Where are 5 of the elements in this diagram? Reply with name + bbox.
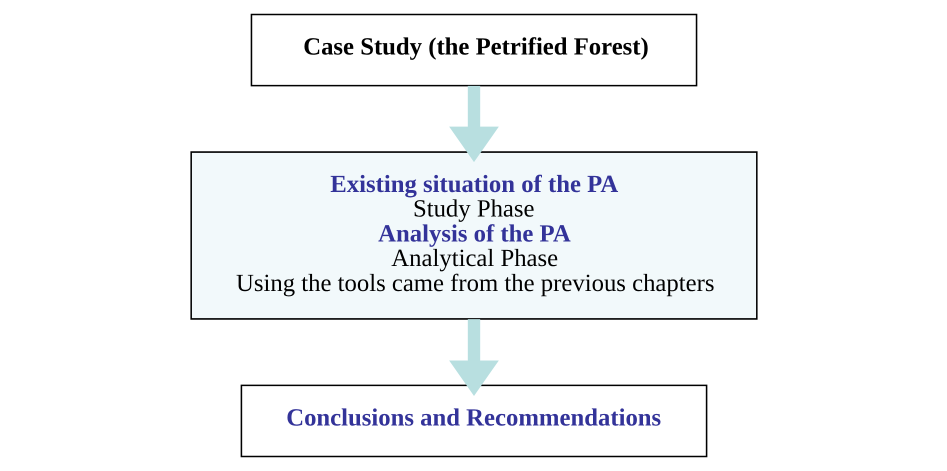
arrow bbox=[448, 319, 498, 396]
arrow bbox=[448, 86, 498, 162]
node-box: Conclusions and Recommendations bbox=[240, 384, 707, 458]
node-box: Existing situation of the PA Study Phase Analysis of the PA Analytical Phase Using the tools came from the previous chapters bbox=[190, 151, 758, 320]
node-box: Case Study (the Petrified Forest) bbox=[250, 14, 697, 86]
